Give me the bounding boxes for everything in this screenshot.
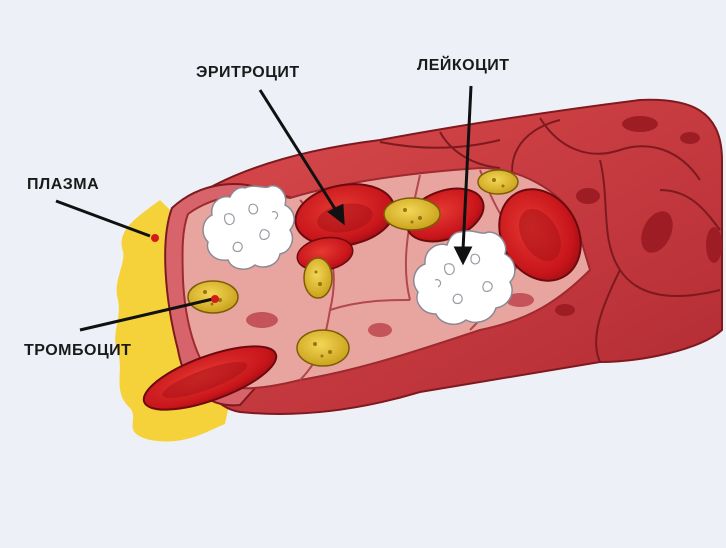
thrombocyte-label: ТРОМБОЦИТ [24,342,131,360]
platelet [304,258,332,298]
platelet [297,330,349,366]
leukocyte-label: ЛЕЙКОЦИТ [417,57,510,75]
platelet [478,170,518,194]
erythrocyte-label: ЭРИТРОЦИТ [196,64,300,82]
thrombocyte-marker [211,295,219,303]
platelet [384,198,440,230]
plasma-marker [151,234,159,242]
plasma-label: ПЛАЗМА [27,176,99,194]
